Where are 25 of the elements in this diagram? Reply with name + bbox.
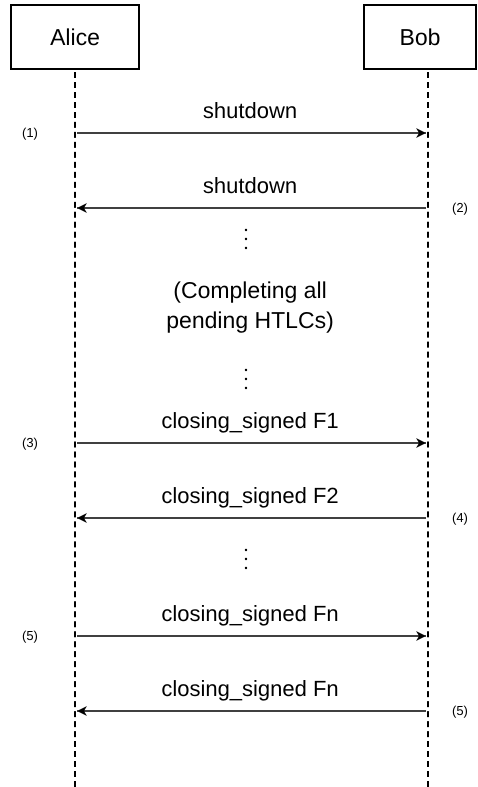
edge-label: closing_signed F2 <box>161 482 339 510</box>
arrow <box>77 513 426 523</box>
edge-label: shutdown <box>202 172 298 200</box>
step-number: (1) <box>22 124 38 142</box>
arrow <box>77 631 426 641</box>
step-number: (2) <box>452 199 468 217</box>
edge-label: closing_signed Fn <box>161 600 339 628</box>
arrow <box>77 706 426 716</box>
step-number: (4) <box>452 509 468 527</box>
participant-name: Bob <box>400 22 440 52</box>
lifeline <box>427 72 429 787</box>
edge-label: closing_signed F1 <box>161 407 339 435</box>
step-number: (3) <box>22 434 38 452</box>
note-text: (Completing all pending HTLCs) <box>165 276 335 335</box>
edge-label: shutdown <box>202 97 298 125</box>
step-number: (5) <box>22 627 38 645</box>
participant-box <box>10 4 140 70</box>
edge-label: closing_signed Fn <box>161 675 339 703</box>
arrow <box>77 203 426 213</box>
lifeline <box>74 72 76 787</box>
step-number: (5) <box>452 702 468 720</box>
arrow <box>77 128 426 138</box>
participant-name: Alice <box>50 22 100 52</box>
arrow <box>77 438 426 448</box>
participant-box <box>363 4 477 70</box>
